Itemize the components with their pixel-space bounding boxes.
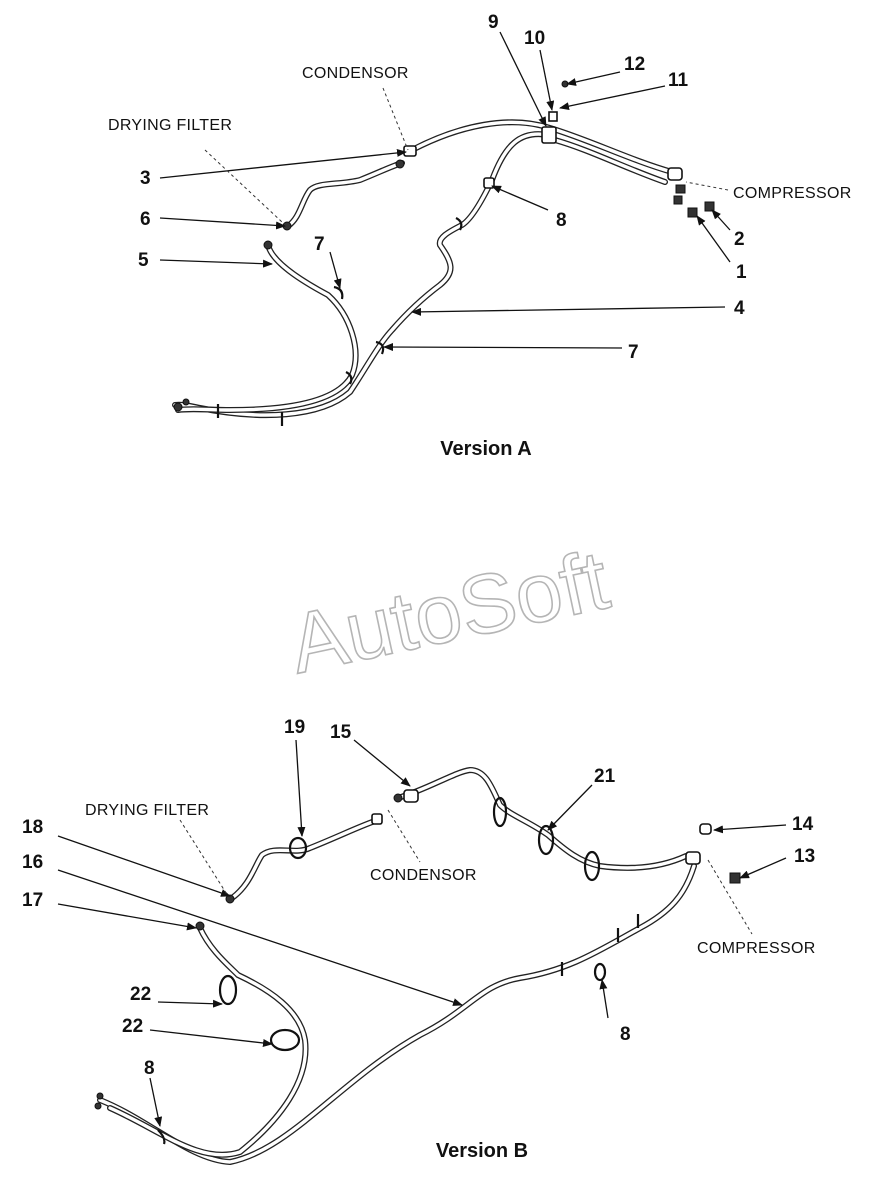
version-a-leaders — [159, 31, 731, 352]
callout-15: 15 — [330, 722, 352, 743]
version-b-fittings — [94, 789, 741, 1145]
callout-14: 14 — [792, 814, 814, 835]
callout-4: 4 — [734, 298, 745, 319]
version-a-hoses — [172, 119, 675, 419]
callout-11: 11 — [668, 70, 689, 91]
callout-5: 5 — [138, 250, 149, 271]
label-compressor-a: COMPRESSOR — [733, 185, 852, 202]
callout-22-upper: 22 — [130, 984, 151, 1005]
label-condensor-b: CONDENSOR — [370, 867, 477, 884]
label-condensor-a: CONDENSOR — [302, 65, 409, 82]
callout-8-right: 8 — [620, 1024, 631, 1045]
callout-2: 2 — [734, 229, 745, 250]
callout-1: 1 — [736, 262, 747, 283]
callout-10: 10 — [524, 28, 545, 49]
callout-7-lower: 7 — [628, 342, 639, 363]
version-b-title: Version B — [436, 1140, 528, 1162]
version-b-hoses — [97, 767, 697, 1165]
label-compressor-b: COMPRESSOR — [697, 940, 816, 957]
watermark: AutoSoft — [282, 532, 617, 691]
callout-18: 18 — [22, 817, 43, 838]
version-a-callouts: 12 11 10 9 3 6 5 7 8 2 1 4 7 CONDENSOR D… — [108, 12, 852, 460]
label-drying-filter-b: DRYING FILTER — [85, 802, 209, 819]
callout-8: 8 — [556, 210, 567, 231]
callout-17: 17 — [22, 890, 43, 911]
version-b-callouts: 19 15 21 14 13 18 16 17 22 22 8 8 DRYING… — [22, 717, 816, 1162]
callout-9: 9 — [488, 12, 499, 33]
callout-8-left: 8 — [144, 1058, 155, 1079]
version-a-title: Version A — [440, 438, 532, 460]
callout-13: 13 — [794, 846, 815, 867]
callout-3: 3 — [140, 168, 151, 189]
callout-21: 21 — [594, 766, 616, 787]
label-drying-filter-a: DRYING FILTER — [108, 117, 232, 134]
callout-22-lower: 22 — [122, 1016, 143, 1037]
callout-19: 19 — [284, 717, 305, 738]
callout-16: 16 — [22, 852, 43, 873]
version-b-leaders — [57, 739, 787, 1127]
callout-7-upper: 7 — [314, 234, 325, 255]
callout-6: 6 — [140, 209, 151, 230]
callout-12: 12 — [624, 54, 645, 75]
